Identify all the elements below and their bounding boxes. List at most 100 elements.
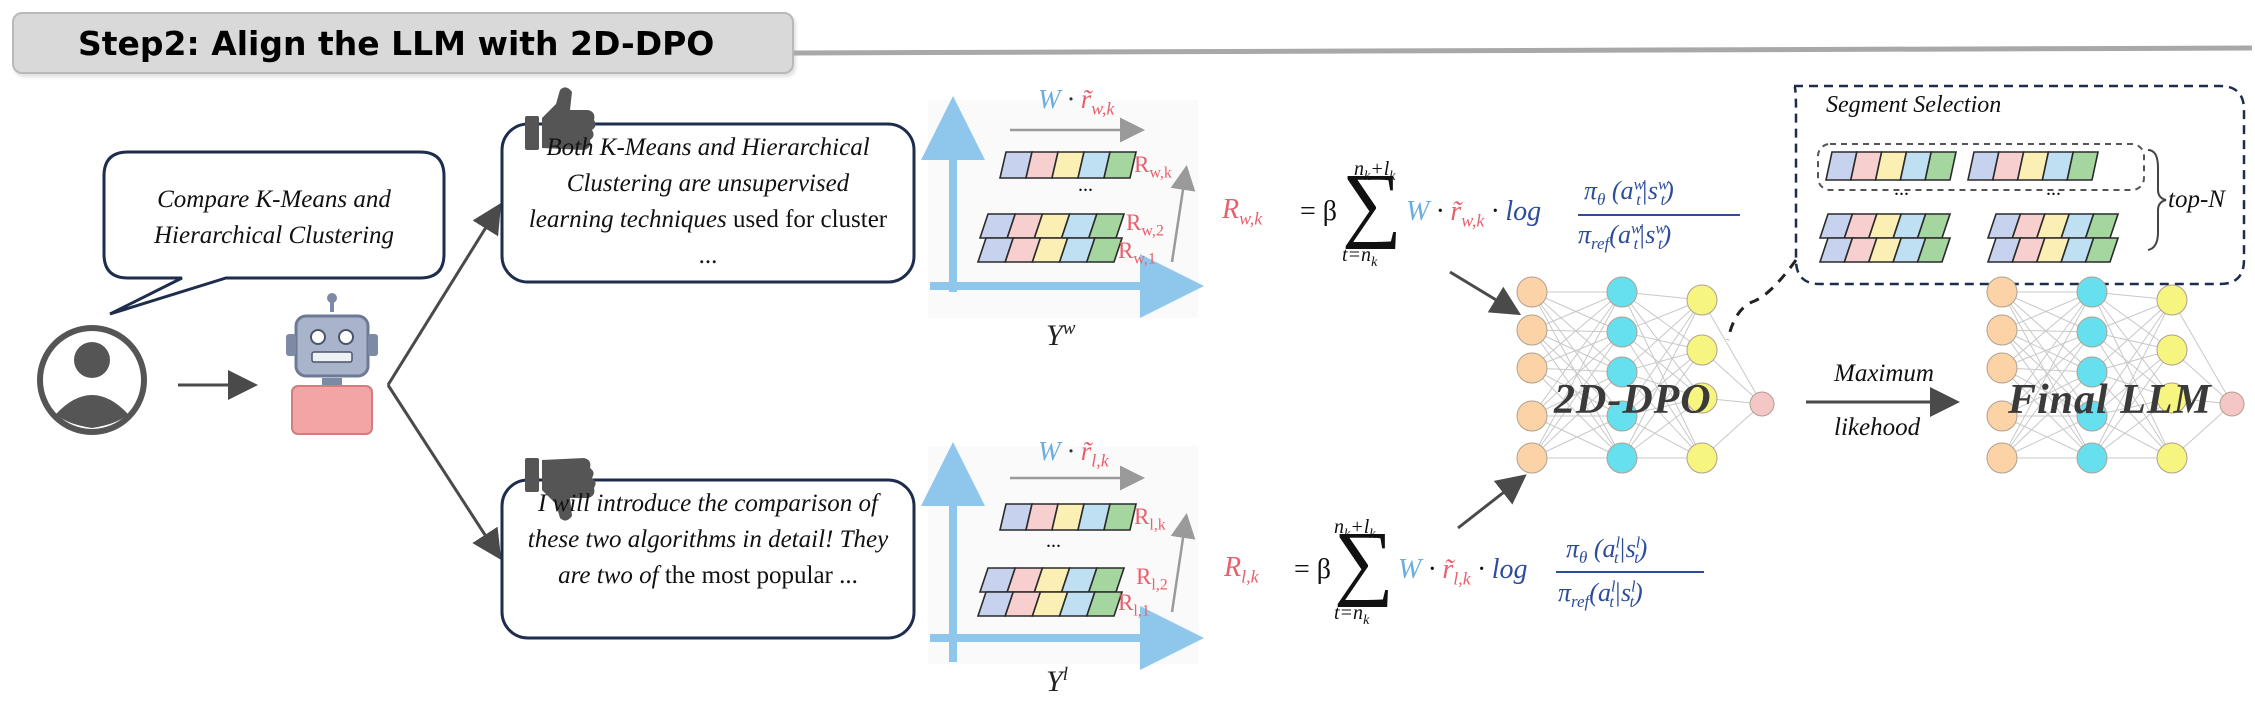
net-final-edge — [2001, 331, 2093, 459]
arrow-robot-to-chosen — [386, 202, 502, 386]
formula-top-num-s-sup: w — [1657, 176, 1669, 194]
chart-top-label-k: Rw,k — [1134, 152, 1172, 183]
formula-top-lhs: Rw,k — [1222, 194, 1262, 230]
formula-top-num-sub: θ — [1597, 190, 1606, 210]
net-2d-edge — [1621, 331, 1703, 399]
net-2d-node-l3-3 — [1686, 382, 1718, 414]
formula-bottom-den-s: |s — [1613, 578, 1632, 607]
net-2d-node-l1-1 — [1516, 276, 1548, 308]
net-final-edge — [2091, 397, 2173, 459]
formula-bottom-sum-upper-n: n — [1334, 516, 1344, 538]
chart-top-row-1 — [976, 237, 1124, 263]
net-final-node-l1-5 — [1986, 442, 2018, 474]
net-2d-node-l2-5 — [1606, 442, 1638, 474]
formula-top-lhs-sub: w,k — [1239, 208, 1263, 229]
net-final-edge — [2001, 415, 2093, 459]
formula-top-den-close: ) — [1662, 220, 1672, 249]
rejected-plain: the most popular ... — [664, 562, 858, 589]
chart-bottom-header-sub: l,k — [1091, 450, 1109, 471]
chart-top-dots: ... — [1078, 174, 1093, 196]
net-2d-edge — [1621, 331, 1703, 459]
segment-connector — [1726, 259, 1798, 341]
net-2d-edge — [1531, 291, 1623, 459]
formula-top-sum-lower: t=nk — [1342, 244, 1377, 271]
formula-top-den-sub: ref — [1591, 234, 1610, 254]
net-2d-edge — [1531, 291, 1623, 373]
net-final-edge — [2091, 349, 2173, 459]
net-2d-edge — [1621, 291, 1703, 459]
formula-top-num-s: |s — [1640, 176, 1658, 205]
formula-bottom-den-s-sup: l — [1631, 578, 1636, 596]
net-final-node-l3-4 — [2156, 442, 2188, 474]
net-2d-node-l2-2 — [1606, 316, 1638, 348]
net-final-node-l3-3 — [2156, 382, 2188, 414]
net-2d-edge — [1531, 415, 1623, 459]
chart-bottom-row-1 — [976, 591, 1124, 617]
chart-bottom-side-arrow — [1170, 513, 1196, 613]
formula-bottom-num-pi: π — [1566, 534, 1580, 563]
formula-bottom-num-sub: θ — [1579, 548, 1588, 568]
chart-bottom-label-k: Rl,k — [1134, 504, 1166, 535]
formula-bottom-sum-upper: nk+lk — [1334, 516, 1376, 543]
net-final-edge — [2001, 331, 2093, 369]
formula-bottom-den-close: ) — [1634, 578, 1643, 607]
net-final-edge — [2001, 291, 2093, 417]
prompt-text: Compare K-Means and Hierarchical Cluster… — [153, 186, 395, 249]
formula-top-sum-upper-plus-sub: k — [1389, 169, 1396, 184]
seg-r1-r1-cell-5 — [2066, 151, 2099, 181]
chart-bottom-label-1-main: R — [1118, 590, 1134, 615]
net-2d-edge — [1531, 371, 1623, 417]
formula-bottom-num-a-sup: l — [1615, 534, 1621, 552]
net-final-edge — [2001, 367, 2093, 417]
net-final-edge — [2091, 331, 2173, 399]
formula-bottom-r-sub: l,k — [1453, 568, 1471, 589]
seg-l2-r2-cell-5 — [1916, 237, 1952, 263]
formula-bottom-numerator: πθ (alt|slt) — [1566, 534, 1647, 568]
chart-top-row-k — [998, 151, 1138, 179]
net-final-node-l3-2 — [2156, 334, 2188, 366]
net-final-edge — [2001, 329, 2093, 417]
net-2d-node-l1-4 — [1516, 400, 1548, 432]
net-2d-edge — [1621, 299, 1703, 373]
net-final-node-l3-1 — [2156, 284, 2188, 316]
net-final-node-l1-3 — [1986, 352, 2018, 384]
rejected-response-text: I will introduce the comparison of these… — [524, 486, 892, 594]
top-n-highlight-box — [1817, 143, 2145, 191]
net-final-node-l1-4 — [1986, 400, 2018, 432]
formula-bottom-den-a: (a — [1589, 578, 1611, 607]
formula-bottom-den-pi: π — [1558, 578, 1572, 607]
net-final-edge — [2091, 331, 2173, 459]
arrow-label-likehood: likehood — [1834, 414, 1921, 441]
segment-dots-right: ... — [2046, 178, 2061, 200]
chart-bottom-header-r: r̃ — [1080, 436, 1092, 466]
chart-bottom-dots: ... — [1046, 530, 1061, 552]
thumbs-up-icon — [525, 87, 596, 150]
formula-bottom-sum-lower-sub: k — [1363, 613, 1370, 628]
seg-r2-r2-cell-5 — [2084, 237, 2120, 263]
formula-bottom-eq-beta: = β — [1294, 554, 1332, 585]
formula-top-sum-lower-t: t=n — [1342, 244, 1372, 266]
net-2d-node-l2-3 — [1606, 356, 1638, 388]
formula-bottom-den-s-sub: t — [1629, 594, 1635, 612]
net-final-edge — [2001, 291, 2093, 459]
formula-bottom-r: r̃ — [1442, 554, 1454, 585]
formula-bottom-num-s: |s — [1618, 534, 1636, 563]
bot-k-r1-cell-5 — [1102, 503, 1138, 531]
chart-bottom-row-2 — [978, 567, 1126, 593]
net-final-edge — [2001, 291, 2093, 369]
segment-cells — [1818, 151, 2120, 263]
step-title-banner: Step2: Align the LLM with 2D-DPO — [12, 12, 794, 74]
chosen-plain: used for cluster ... — [698, 206, 888, 269]
net-final-node-l4-1 — [2219, 391, 2245, 417]
chart-bottom-label-1-sub: l,1 — [1133, 602, 1150, 620]
chart-top-axis-sup: w — [1062, 318, 1076, 339]
net-final-edge — [2001, 291, 2093, 333]
net-final-edge — [2171, 299, 2233, 405]
net-2d-node-l3-1 — [1686, 284, 1718, 316]
formula-top-eq-beta: = β — [1300, 196, 1338, 227]
network-final-llm — [1986, 276, 2245, 474]
net-2d-edge — [1531, 367, 1623, 417]
chart-top-label-2-main: R — [1126, 210, 1142, 235]
formula-bottom-num-s-sub: t — [1634, 550, 1639, 568]
